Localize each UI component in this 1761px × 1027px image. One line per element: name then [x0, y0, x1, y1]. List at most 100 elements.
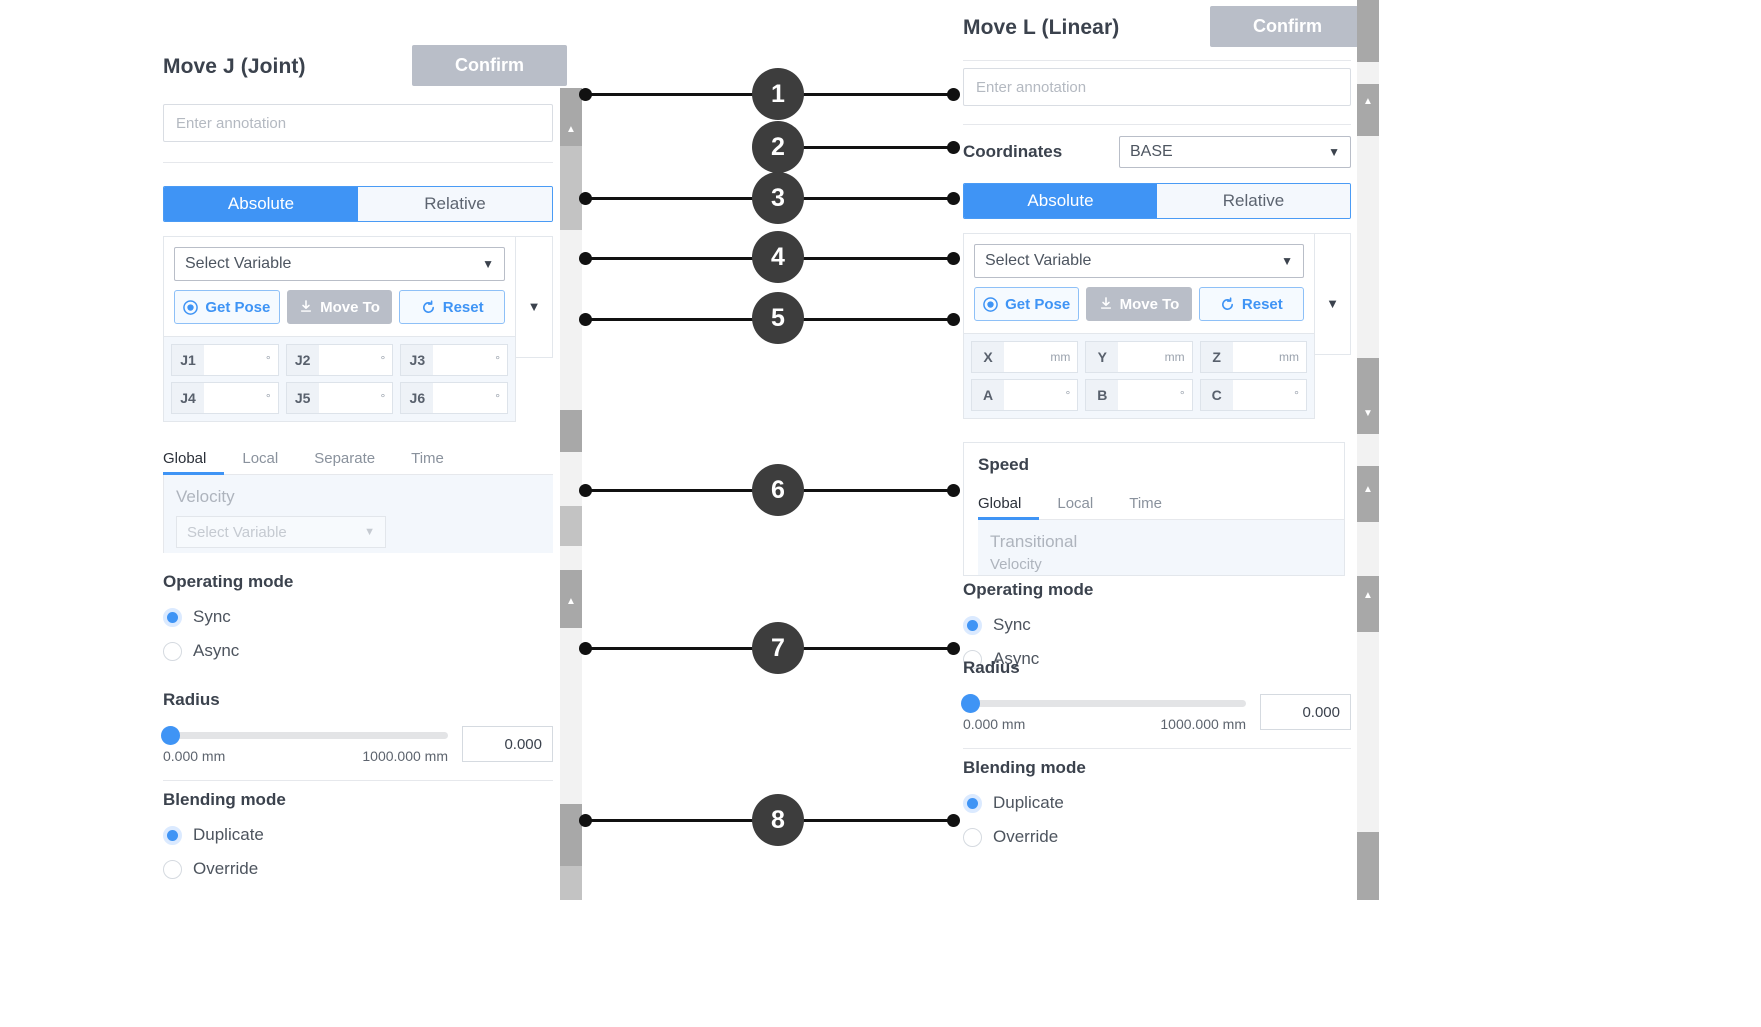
- move-j-operating-mode-async[interactable]: Async: [163, 641, 553, 661]
- callout-6-line-left: [585, 489, 755, 492]
- move-j-scrollbar-thumb-g[interactable]: [560, 866, 582, 900]
- refresh-icon: [1220, 296, 1235, 312]
- radio-unselected-icon[interactable]: [163, 859, 182, 879]
- move-j-tab-local[interactable]: Local: [242, 449, 279, 467]
- move-l-radius-slider-wrap: 0.000 mm 1000.000 mm 0.000: [961, 694, 1351, 732]
- move-l-scrollbar-thumb-d[interactable]: ▲: [1357, 466, 1379, 522]
- slider-track[interactable]: [161, 726, 448, 745]
- move-l-field-x[interactable]: X mm: [971, 341, 1079, 373]
- move-j-scrollbar[interactable]: ▲ ▲: [560, 88, 582, 900]
- move-j-speed-tabs[interactable]: Global Local Separate Time: [163, 442, 553, 475]
- move-j-operating-mode-sync[interactable]: Sync: [163, 607, 553, 627]
- move-l-operating-mode-sync[interactable]: Sync: [963, 615, 1351, 635]
- move-j-scrollbar-thumb-b[interactable]: [560, 146, 582, 230]
- move-l-scrollbar-thumb-e[interactable]: ▲: [1357, 576, 1379, 632]
- move-j-mode-absolute[interactable]: Absolute: [164, 187, 358, 221]
- move-l-scrollbar-thumb-b[interactable]: ▲: [1357, 84, 1379, 136]
- move-l-scrollbar-thumb-a[interactable]: [1357, 0, 1379, 62]
- move-j-annotation-input[interactable]: Enter annotation: [163, 104, 553, 142]
- move-j-field-j3[interactable]: J3 °: [400, 344, 509, 376]
- move-l-pose-grid: X mm Y mm Z mm A: [963, 334, 1315, 419]
- move-j-variable-select[interactable]: Select Variable ▼: [174, 247, 505, 281]
- slider-knob[interactable]: [161, 726, 180, 745]
- move-l-mode-toggle[interactable]: Absolute Relative: [963, 183, 1351, 219]
- move-j-velocity-select[interactable]: Select Variable ▼: [176, 516, 386, 548]
- chevron-down-icon[interactable]: ▼: [1363, 407, 1373, 419]
- radio-selected-icon[interactable]: [963, 793, 982, 813]
- chevron-down-icon[interactable]: ▼: [527, 299, 541, 314]
- chevron-up-icon[interactable]: ▲: [566, 123, 576, 135]
- move-j-field-j1[interactable]: J1 °: [171, 344, 279, 376]
- move-l-confirm-button[interactable]: Confirm: [1210, 6, 1365, 47]
- move-l-blending-duplicate[interactable]: Duplicate: [963, 793, 1351, 813]
- move-l-tab-time[interactable]: Time: [1129, 494, 1162, 512]
- slider-track[interactable]: [961, 694, 1246, 713]
- chevron-down-icon: ▼: [482, 257, 494, 271]
- move-l-tab-global[interactable]: Global: [978, 487, 1040, 520]
- move-j-tab-time[interactable]: Time: [411, 449, 444, 467]
- move-j-field-j6[interactable]: J6 °: [400, 382, 509, 414]
- chevron-up-icon[interactable]: ▲: [1363, 95, 1373, 107]
- move-l-move-to-button[interactable]: Move To: [1086, 287, 1192, 321]
- move-l-radius-slider[interactable]: 0.000 mm 1000.000 mm: [961, 694, 1246, 732]
- move-j-field-j5[interactable]: J5 °: [285, 382, 394, 414]
- move-l-variable-value: Select Variable: [985, 252, 1092, 269]
- move-j-reset-button[interactable]: Reset: [399, 290, 506, 324]
- move-j-scrollbar-thumb-f[interactable]: [560, 804, 582, 866]
- move-l-coordinates-select[interactable]: BASE ▼: [1119, 136, 1351, 168]
- download-icon: [299, 300, 313, 314]
- move-l-field-b[interactable]: B °: [1085, 379, 1193, 411]
- chevron-up-icon[interactable]: ▲: [1363, 589, 1373, 601]
- move-l-mode-absolute[interactable]: Absolute: [964, 184, 1157, 218]
- radio-selected-icon[interactable]: [163, 825, 182, 845]
- move-l-transitional-sublabel: Velocity: [990, 556, 1042, 573]
- move-l-scrollbar-thumb-f[interactable]: [1357, 832, 1379, 900]
- chevron-up-icon[interactable]: ▲: [566, 595, 576, 607]
- slider-knob[interactable]: [961, 694, 980, 713]
- callout-1: 1: [752, 68, 804, 120]
- move-l-reset-button[interactable]: Reset: [1198, 287, 1304, 321]
- chevron-up-icon[interactable]: ▲: [1363, 483, 1373, 495]
- move-l-expand-column[interactable]: ▼: [1315, 233, 1351, 355]
- radio-selected-icon[interactable]: [163, 607, 182, 627]
- move-l-radius-input[interactable]: 0.000: [1260, 694, 1351, 730]
- move-l-blending-override[interactable]: Override: [963, 827, 1351, 847]
- move-j-get-pose-button[interactable]: Get Pose: [174, 290, 280, 324]
- move-j-scrollbar-thumb-e[interactable]: ▲: [560, 570, 582, 628]
- radio-unselected-icon[interactable]: [163, 641, 182, 661]
- move-j-tab-global[interactable]: Global: [163, 442, 225, 475]
- move-j-scrollbar-thumb-a[interactable]: ▲: [560, 88, 582, 146]
- move-j-radius-slider[interactable]: 0.000 mm 1000.000 mm: [161, 726, 448, 764]
- move-j-move-to-button[interactable]: Move To: [286, 290, 393, 324]
- move-l-scrollbar-thumb-c[interactable]: ▼: [1357, 358, 1379, 434]
- radio-unselected-icon[interactable]: [963, 649, 982, 669]
- move-l-field-z[interactable]: Z mm: [1199, 341, 1307, 373]
- move-j-mode-toggle[interactable]: Absolute Relative: [163, 186, 553, 222]
- move-j-confirm-button[interactable]: Confirm: [412, 45, 567, 86]
- radio-selected-icon[interactable]: [963, 615, 982, 635]
- move-l-tab-local[interactable]: Local: [1057, 494, 1094, 512]
- move-l-mode-relative[interactable]: Relative: [1157, 184, 1350, 218]
- move-j-field-j2[interactable]: J2 °: [285, 344, 394, 376]
- move-l-annotation-input[interactable]: Enter annotation: [963, 68, 1351, 106]
- move-j-field-j4[interactable]: J4 °: [171, 382, 279, 414]
- move-l-speed-tabs[interactable]: Global Local Time: [978, 487, 1344, 520]
- move-l-field-a[interactable]: A °: [971, 379, 1079, 411]
- move-l-variable-select[interactable]: Select Variable ▼: [974, 244, 1304, 278]
- move-j-radius-input[interactable]: 0.000: [462, 726, 553, 762]
- move-j-mode-relative[interactable]: Relative: [358, 187, 552, 221]
- move-j-expand-column[interactable]: ▼: [516, 236, 553, 358]
- move-j-field-j5-unit: °: [380, 391, 386, 405]
- move-l-operating-mode-async[interactable]: Async: [963, 649, 1351, 669]
- radio-unselected-icon[interactable]: [963, 827, 982, 847]
- move-j-scrollbar-thumb-d[interactable]: [560, 506, 582, 546]
- move-j-scrollbar-thumb-c[interactable]: [560, 410, 582, 452]
- move-l-scrollbar[interactable]: ▲ ▼ ▲ ▲: [1357, 0, 1379, 900]
- chevron-down-icon[interactable]: ▼: [1326, 296, 1339, 311]
- move-j-tab-separate[interactable]: Separate: [314, 449, 376, 467]
- move-j-blending-override[interactable]: Override: [163, 859, 553, 879]
- move-l-field-y[interactable]: Y mm: [1085, 341, 1193, 373]
- move-l-field-c[interactable]: C °: [1199, 379, 1307, 411]
- move-l-get-pose-button[interactable]: Get Pose: [974, 287, 1080, 321]
- move-j-blending-duplicate[interactable]: Duplicate: [163, 825, 553, 845]
